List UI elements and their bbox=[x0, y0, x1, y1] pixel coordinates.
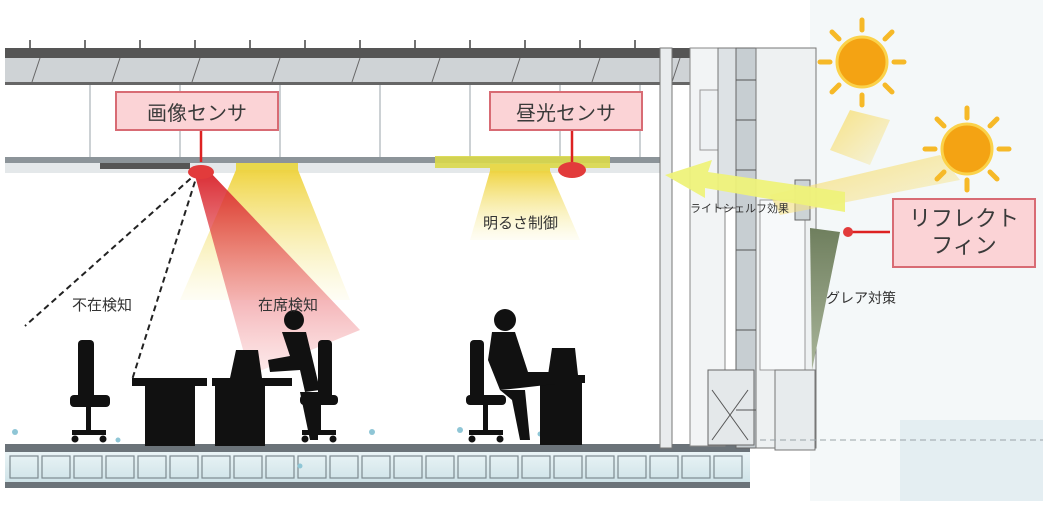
presence-detection-cone bbox=[194, 172, 360, 375]
sun-icon bbox=[922, 105, 1012, 193]
reflect-fin-label: リフレクト フィン bbox=[892, 198, 1036, 268]
window-wall bbox=[659, 47, 1043, 451]
reflect-fin-label-line1: リフレクト bbox=[908, 206, 1019, 232]
reflect-fin-label-line2: フィン bbox=[931, 234, 997, 259]
glare-control-text: グレア対策 bbox=[826, 291, 896, 307]
upper-ceiling-slab bbox=[5, 40, 717, 85]
sun-icon bbox=[817, 17, 907, 108]
light-shelf-effect-text: ライトシェルフ効果 bbox=[690, 202, 789, 215]
presence-detection-text: 在席検知 bbox=[258, 296, 319, 314]
desk-right bbox=[525, 348, 585, 445]
absence-detection-lines bbox=[24, 171, 199, 381]
daylight-sensor-label: 昼光センサ bbox=[489, 91, 643, 131]
image-sensor-label: 画像センサ bbox=[115, 91, 279, 131]
empty-office-chair bbox=[70, 340, 110, 443]
sun-beam-upper bbox=[830, 110, 890, 165]
absence-detection-text: 不在検知 bbox=[72, 296, 133, 314]
reflect-fin bbox=[810, 228, 840, 370]
daylight-sensor-device bbox=[558, 128, 586, 178]
light-shelf-arrow bbox=[665, 160, 845, 212]
person-seated-middle bbox=[268, 310, 338, 443]
floor-slab bbox=[5, 427, 750, 488]
desk-middle bbox=[212, 350, 292, 446]
image-sensor-device bbox=[188, 128, 214, 179]
person-seated-right bbox=[466, 309, 555, 443]
reflect-fin-marker bbox=[843, 227, 853, 237]
desk-left bbox=[132, 378, 207, 446]
brightness-control-text: 明るさ制御 bbox=[483, 214, 559, 232]
light-cone-right bbox=[470, 171, 580, 240]
exterior-ground bbox=[900, 420, 1043, 501]
